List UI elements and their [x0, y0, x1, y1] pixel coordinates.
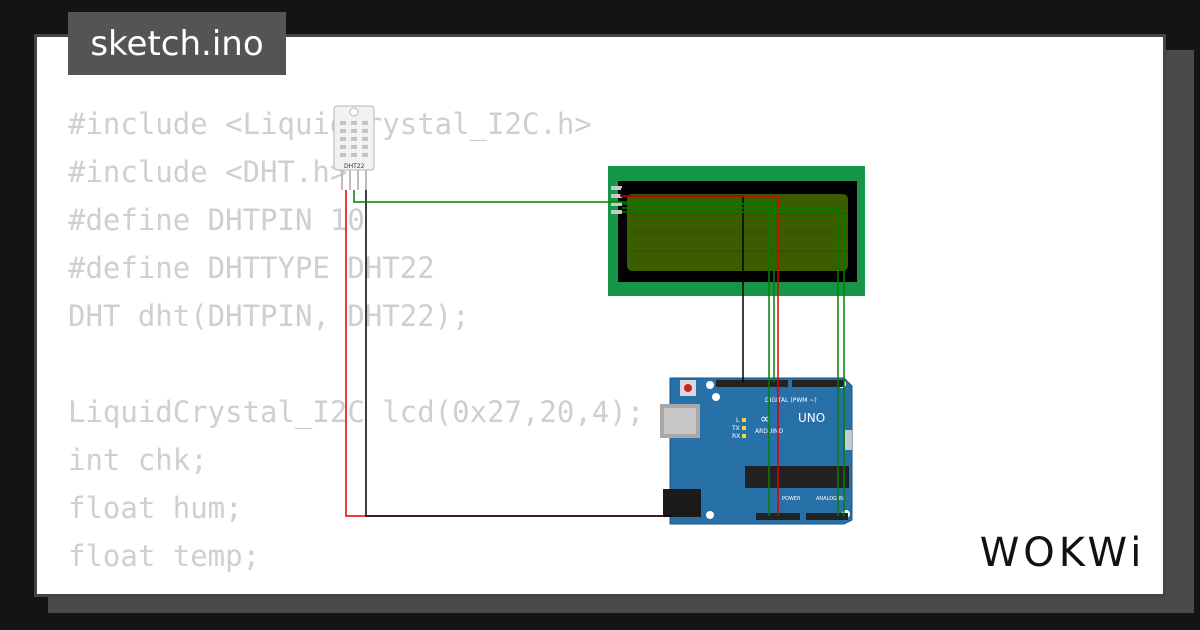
wire-lcd-sda-2[interactable]	[622, 211, 845, 516]
infinity-logo: ∞	[760, 412, 771, 427]
lcd-display[interactable]	[608, 166, 865, 296]
code-line: #include <LiquidCrystal_I2C.h>	[68, 107, 592, 141]
reset-button-cap	[684, 384, 692, 392]
wire-lcd-sda[interactable]	[622, 203, 770, 516]
dht22-mount-hole	[349, 107, 359, 117]
led-rx	[742, 434, 746, 438]
mounting-hole	[712, 393, 720, 401]
dht22-vent-grid	[340, 121, 368, 157]
file-tab-sketch-ino[interactable]: sketch.ino	[68, 12, 286, 75]
dht22-sensor[interactable]: DHT22	[333, 105, 375, 190]
lcd-i2c-pins	[611, 186, 622, 214]
led-l	[742, 418, 746, 422]
icsp-header	[845, 430, 852, 450]
digital-header-right	[792, 380, 844, 387]
atmega-chip	[745, 466, 849, 488]
code-line: int chk;	[68, 443, 208, 477]
code-line: #include <DHT.h>	[68, 155, 348, 189]
analog-header	[806, 513, 848, 520]
project-card	[34, 34, 1166, 597]
wokwi-logo: WOKWi	[979, 529, 1146, 576]
uno-label: UNO	[798, 411, 825, 425]
wire-dht-gnd[interactable]	[365, 190, 672, 517]
led-label-l: L	[736, 417, 740, 424]
led-label-tx: TX	[731, 425, 740, 432]
analog-in-label: ANALOG IN	[816, 496, 844, 502]
arduino-uno-board[interactable]: L TX RX DIGITAL (PWM ~) ∞ UNO ARDUINO PO…	[660, 377, 853, 525]
dht22-label: DHT22	[344, 163, 365, 170]
usb-connector-inner	[664, 408, 696, 434]
power-label: POWER	[782, 496, 801, 502]
led-tx	[742, 426, 746, 430]
code-line: #define DHTTYPE DHT22	[68, 251, 435, 285]
mounting-hole	[706, 381, 714, 389]
dht22-pins	[341, 170, 367, 190]
code-line: float temp;	[68, 539, 261, 573]
code-preview: #include <LiquidCrystal_I2C.h> #include …	[68, 100, 644, 580]
mounting-hole	[706, 511, 714, 519]
code-line: LiquidCrystal_I2C lcd(0x27,20,4);	[68, 395, 645, 429]
wire-lcd-vcc[interactable]	[622, 195, 779, 516]
code-line: DHT dht(DHTPIN, DHT22);	[68, 299, 470, 333]
digital-pwm-label: DIGITAL (PWM ~)	[765, 397, 817, 404]
code-line: #define DHTPIN 10	[68, 203, 365, 237]
power-jack	[663, 489, 701, 517]
code-line: float hum;	[68, 491, 243, 525]
power-header	[756, 513, 800, 520]
lcd-character-grid	[627, 212, 848, 252]
digital-header-left	[716, 380, 788, 387]
wire-lcd-scl[interactable]	[622, 207, 839, 516]
led-label-rx: RX	[732, 433, 740, 440]
wire-dht-data[interactable]	[353, 190, 775, 382]
